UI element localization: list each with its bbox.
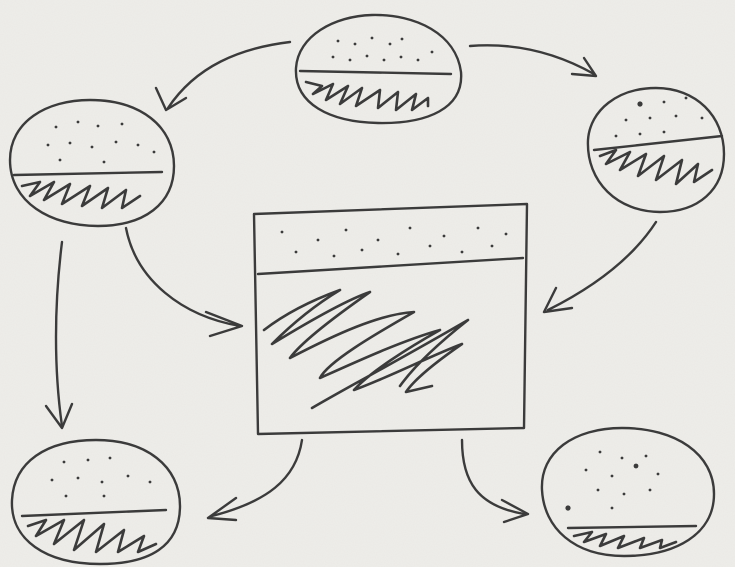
diagram-svg bbox=[0, 0, 735, 567]
diagram-canvas bbox=[0, 0, 735, 567]
paper-texture bbox=[0, 0, 735, 567]
